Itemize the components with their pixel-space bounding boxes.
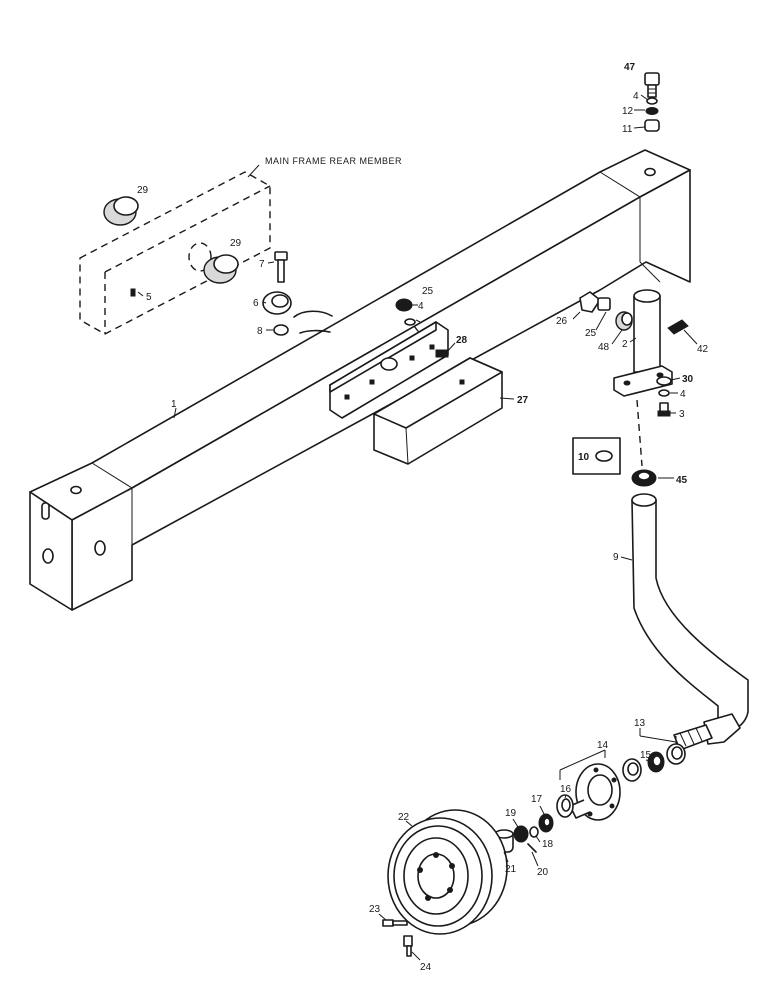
label-part-47: 47 [624,62,636,73]
main-frame-rear-member-outline [79,171,271,335]
washer-4-lower [658,389,670,397]
label-part-48: 48 [598,342,610,353]
label-part-29-upper: 29 [137,185,149,196]
hub-14 [569,763,621,821]
label-part-9: 9 [613,552,619,563]
bolt-28 [435,349,449,358]
bushing-29-lower [203,254,239,284]
leader-lines [137,94,698,961]
washer-4-mid [404,318,416,326]
label-part-17: 17 [531,794,543,805]
label-part-15: 15 [640,750,652,761]
nut-25 [395,298,413,312]
label-part-8: 8 [257,326,263,337]
part-labels: MAIN FRAME REAR MEMBER 1 2 3 4 4 4 5 6 7… [137,62,709,973]
spindle-tube-2 [613,289,673,397]
label-part-4-mid: 4 [418,301,424,312]
cup-16 [556,794,574,818]
label-part-45: 45 [676,475,688,486]
label-part-19: 19 [505,808,517,819]
bracket-plate [329,321,449,419]
bolt-3 [657,402,671,417]
label-part-14: 14 [597,740,609,751]
label-part-1: 1 [171,399,177,410]
bolt-23 [382,919,408,927]
label-part-11: 11 [622,124,633,135]
label-part-42: 42 [697,344,709,355]
label-part-6: 6 [253,298,259,309]
label-part-24: 24 [420,962,432,973]
spindle-arm-9 [631,493,749,745]
cotter-pin-20 [527,843,537,853]
washer-30 [656,376,672,386]
label-part-5: 5 [146,292,152,303]
washer-18 [529,826,539,838]
label-part-13: 13 [634,718,646,729]
label-part-18: 18 [542,839,554,850]
part-10-box [572,437,621,475]
label-part-25-right: 25 [585,328,597,339]
label-part-7: 7 [259,259,265,270]
bearing-45 [631,469,657,487]
caption-main-frame-rear-member: MAIN FRAME REAR MEMBER [265,156,402,166]
label-part-26: 26 [556,316,568,327]
label-part-28: 28 [456,335,468,346]
label-part-3: 3 [679,409,685,420]
nut-8 [273,324,289,336]
bolt-47 [644,72,660,98]
label-part-16: 16 [560,784,572,795]
nut-19 [513,825,529,843]
label-part-22: 22 [398,812,410,823]
label-part-23: 23 [369,904,381,915]
label-part-29-lower: 29 [230,238,242,249]
bearing-15 [647,751,665,773]
cap-11 [644,119,660,132]
label-part-4-top: 4 [633,91,639,102]
wheel-22 [387,809,508,935]
label-part-27: 27 [517,395,529,406]
seal-15b [622,758,642,782]
label-part-10: 10 [578,452,590,463]
spacer-48 [615,311,633,331]
washer-12 [645,107,659,115]
label-part-30: 30 [682,374,694,385]
bolt-26 [579,291,611,313]
label-part-21: 21 [505,864,517,875]
bolt-7 [274,251,288,283]
label-part-12: 12 [622,106,634,117]
label-part-4-lower: 4 [680,389,686,400]
bearing-17 [538,813,554,833]
bushing-29-upper [103,196,139,226]
grease-fitting-5 [130,288,136,297]
label-part-20: 20 [537,867,549,878]
decal-42 [667,319,689,335]
label-part-25-top: 25 [422,286,434,297]
shield-27 [373,357,503,465]
label-part-2: 2 [622,339,628,350]
washer-4-top [646,97,658,105]
clamp-6 [262,291,292,315]
bolt-24 [403,935,413,957]
bearing-13 [666,743,686,765]
